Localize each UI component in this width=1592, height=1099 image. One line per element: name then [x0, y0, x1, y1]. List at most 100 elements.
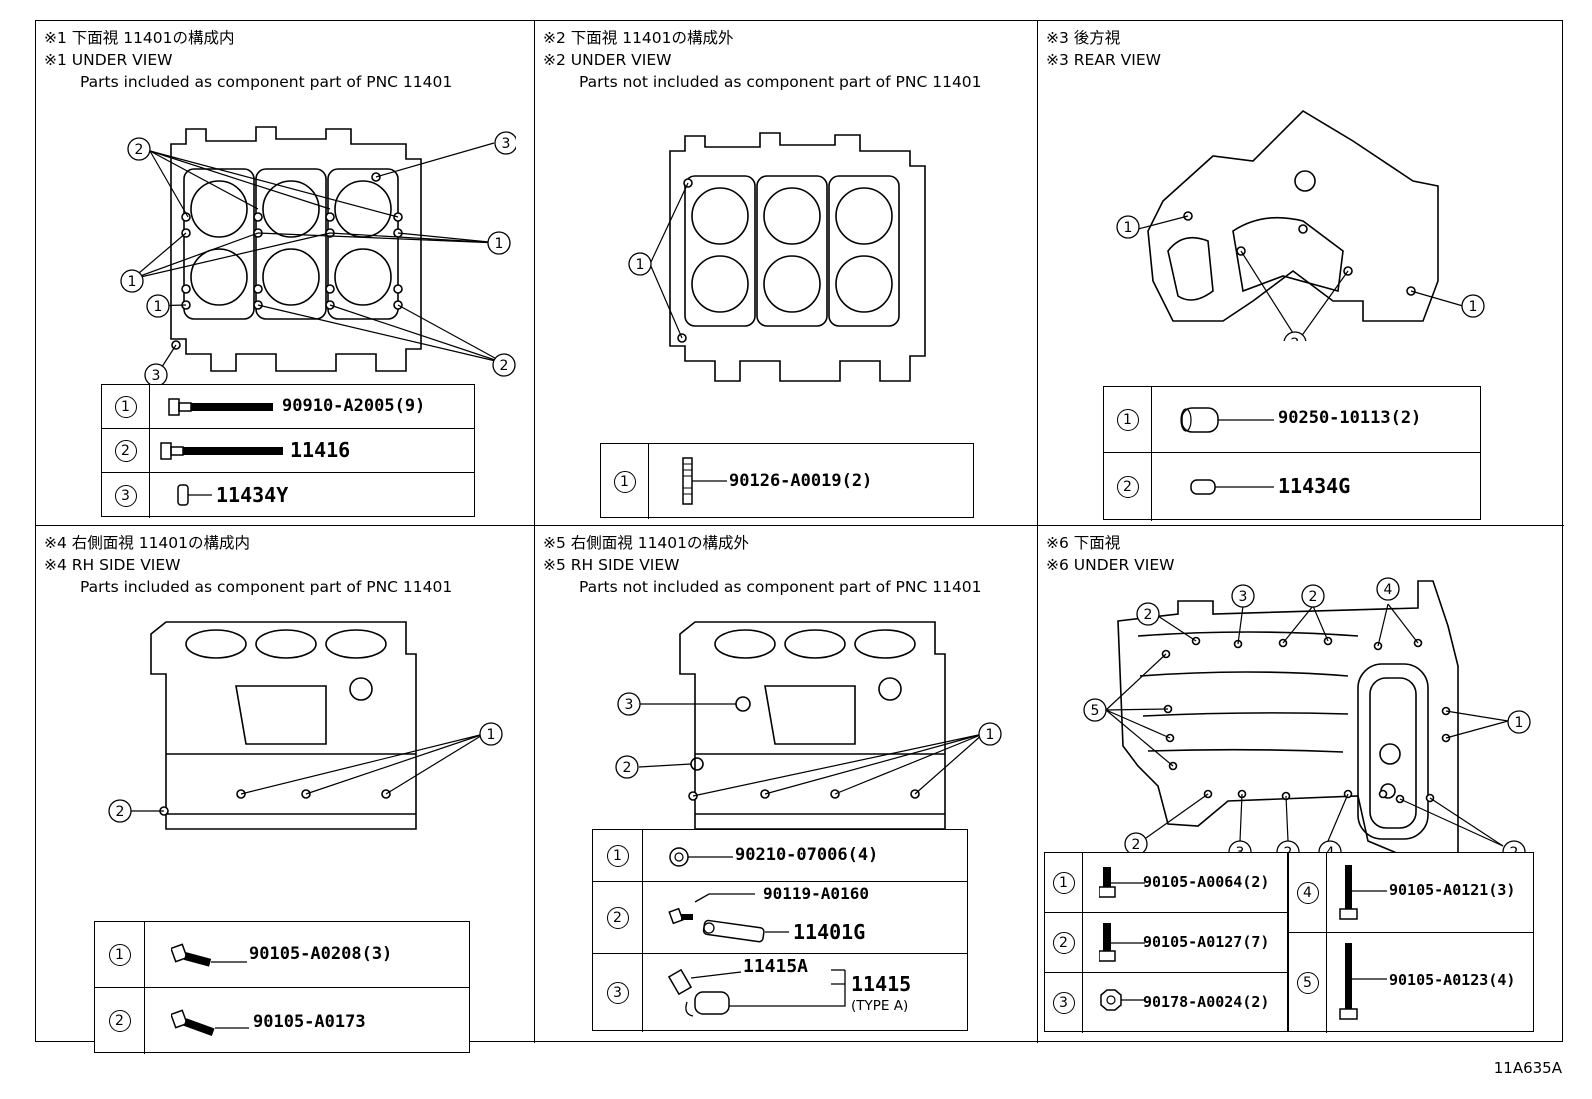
part-number-badge: 1: [1052, 871, 1075, 894]
part-label: 90105-A0127(7): [1143, 933, 1270, 951]
parts-row: 2 11434G: [1104, 453, 1480, 521]
parts-row: 3 90178-A0024(2): [1045, 973, 1287, 1033]
dowel-pin-icon: [177, 484, 212, 506]
callout-3: 3: [1239, 589, 1248, 605]
callout-1: 1: [495, 236, 504, 252]
panel-1-header: ※1 下面視 11401の構成内 ※1 UNDER VIEW Parts inc…: [44, 27, 452, 93]
panel-4: ※4 右側面視 11401の構成内 ※4 RH SIDE VIEW Parts …: [36, 526, 535, 1054]
callout-4: 4: [1384, 582, 1393, 598]
panel-1-subtitle: Parts included as component part of PNC …: [80, 73, 453, 91]
callout-2: 2: [623, 760, 632, 776]
bolt-icon: [160, 442, 283, 460]
parts-row: 2 90105-A0173: [95, 988, 469, 1054]
part-label-secondary: 11401G: [793, 920, 866, 944]
panel-3-title-en: ※3 REAR VIEW: [1046, 51, 1161, 69]
illustration-code: 11A635A: [1493, 1059, 1562, 1077]
callout-5: 5: [1091, 703, 1100, 719]
panel-4-subtitle: Parts included as component part of PNC …: [80, 578, 453, 596]
part-number-badge: 1: [606, 844, 629, 867]
parts-row: 1 90105-A0064(2): [1045, 853, 1287, 913]
panel-3-parts-table: 1 90250-10113(2) 2 11434G: [1103, 386, 1481, 521]
parts-row: 1 90910-A2005(9): [102, 385, 474, 429]
callout-2: 2: [500, 358, 509, 374]
callout-1: 1: [1515, 715, 1524, 731]
plug-assembly-icon: [667, 968, 846, 1017]
part-label: 90126-A0019(2): [729, 471, 873, 491]
part-label: 90105-A0064(2): [1143, 873, 1270, 891]
panel-2-title-jp: ※2 下面視 11401の構成外: [543, 29, 734, 47]
panel-6-header: ※6 下面視 ※6 UNDER VIEW: [1046, 532, 1174, 576]
pin-icon: [1190, 479, 1274, 495]
panel-5-parts-table: 1 90210-07006(4) 2 90119-A0160 11401G 3: [592, 829, 968, 1032]
part-number-badge: 2: [1052, 931, 1075, 954]
gasket-icon: [669, 847, 733, 867]
part-number-badge: 1: [613, 470, 636, 493]
part-label: 90250-10113(2): [1278, 408, 1422, 428]
part-label: 11415A: [743, 956, 809, 977]
panel-3: ※3 後方視 ※3 REAR VIEW 121 1 90250-10113(2): [1038, 21, 1564, 526]
panel-4-header: ※4 右側面視 11401の構成内 ※4 RH SIDE VIEW Parts …: [44, 532, 452, 598]
panel-5-title-jp: ※5 右側面視 11401の構成外: [543, 534, 750, 552]
callout-1: 1: [128, 274, 137, 290]
callout-2: 2: [116, 804, 125, 820]
callout-3: 3: [625, 697, 634, 713]
part-number-badge: 2: [606, 906, 629, 929]
panel-2-parts-table: 1 90126-A0019(2): [600, 443, 974, 519]
parts-row: 1 90250-10113(2): [1104, 387, 1480, 453]
panel-5-title-en: ※5 RH SIDE VIEW: [543, 556, 680, 574]
part-number-badge: 3: [1052, 992, 1075, 1014]
panel-5: ※5 右側面視 11401の構成外 ※5 RH SIDE VIEW Parts …: [535, 526, 1038, 1043]
part-number-badge: 3: [114, 484, 137, 507]
sensor-icon: [668, 893, 789, 943]
panel-1-title-en: ※1 UNDER VIEW: [44, 51, 173, 69]
part-number-badge: 2: [114, 439, 137, 462]
panel-4-title-en: ※4 RH SIDE VIEW: [44, 556, 181, 574]
part-label: 11434G: [1278, 474, 1351, 498]
panel-1: ※1 下面視 11401の構成内 ※1 UNDER VIEW Parts inc…: [36, 21, 535, 526]
callout-1: 1: [986, 727, 995, 743]
nut-icon: [1100, 989, 1145, 1011]
bolt-icon: [1099, 923, 1145, 962]
panel-3-engine-block-rear-view: 121: [1116, 109, 1485, 341]
part-note: (TYPE A): [851, 998, 909, 1014]
part-label-secondary: 11415: [851, 972, 912, 996]
panel-4-engine-block-rh-side-view: 21: [108, 621, 503, 830]
flange-bolt-icon: [168, 398, 273, 416]
part-number-badge: 1: [1116, 408, 1139, 431]
parts-row: 4 90105-A0121(3): [1289, 853, 1533, 933]
panel-2: ※2 下面視 11401の構成外 ※2 UNDER VIEW Parts not…: [535, 21, 1038, 526]
parts-row: 2 11416: [102, 429, 474, 473]
plug-icon: [1180, 407, 1274, 433]
part-label: 90105-A0121(3): [1389, 881, 1516, 899]
panel-6-parts-table-left: 1 90105-A0064(2) 2 90105-A0127(7) 3 9017…: [1044, 852, 1288, 1033]
panel-5-subtitle: Parts not included as component part of …: [579, 578, 982, 596]
part-label: 90105-A0208(3): [249, 944, 393, 964]
parts-row: 1 90210-07006(4): [593, 830, 967, 882]
panel-3-header: ※3 後方視 ※3 REAR VIEW: [1046, 27, 1161, 71]
part-number-badge: 5: [1296, 972, 1319, 994]
panel-5-header: ※5 右側面視 11401の構成外 ※5 RH SIDE VIEW Parts …: [543, 532, 982, 598]
parts-row: 1 90105-A0208(3): [95, 922, 469, 988]
callout-1: 1: [487, 727, 496, 743]
panel-6: ※6 下面視 ※6 UNDER VIEW: [1038, 526, 1564, 1043]
panel-5-engine-block-rh-side-view: 3 2 1: [615, 621, 1002, 830]
stud-bolt-icon: [682, 457, 727, 505]
panel-4-title-jp: ※4 右側面視 11401の構成内: [44, 534, 251, 552]
panel-2-subtitle: Parts not included as component part of …: [579, 73, 982, 91]
part-number-badge: 2: [108, 1010, 131, 1032]
diagram-sheet: ※1 下面視 11401の構成内 ※1 UNDER VIEW Parts inc…: [35, 20, 1564, 1054]
panel-3-title-jp: ※3 後方視: [1046, 29, 1121, 47]
part-label: 11434Y: [216, 483, 289, 507]
parts-row: 1 90126-A0019(2): [601, 444, 973, 519]
parts-row: 2 90119-A0160 11401G: [593, 882, 967, 954]
callout-2: 2: [1132, 837, 1141, 853]
part-label: 90178-A0024(2): [1143, 993, 1270, 1011]
part-label: 90105-A0123(4): [1389, 971, 1516, 989]
part-number-badge: 3: [606, 982, 629, 1004]
panel-2-title-en: ※2 UNDER VIEW: [543, 51, 672, 69]
part-number-badge: 4: [1296, 881, 1319, 904]
part-label: 90210-07006(4): [735, 845, 879, 865]
parts-row: 3 11434Y: [102, 473, 474, 518]
